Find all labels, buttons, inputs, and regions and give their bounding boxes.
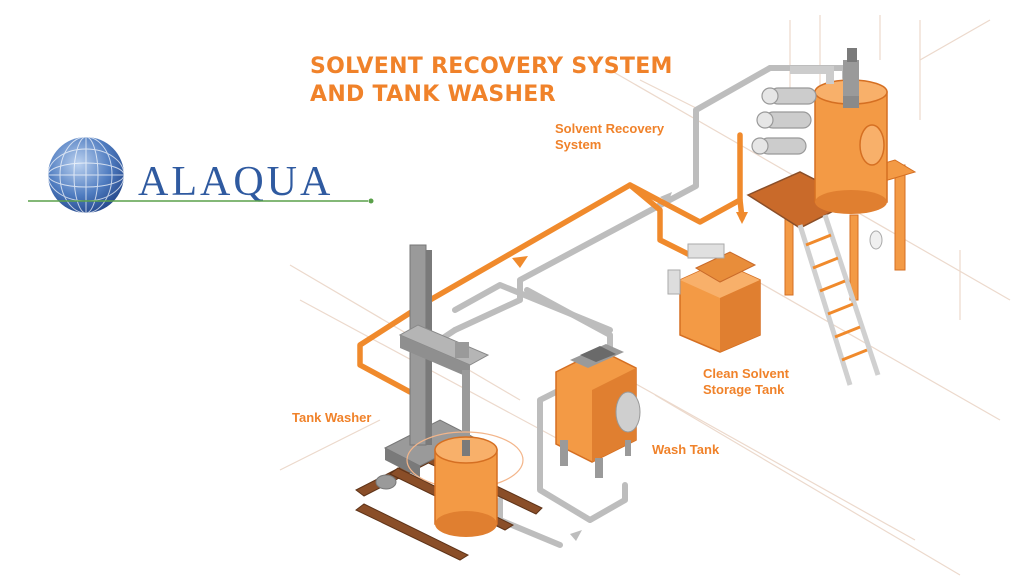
label-wash-tank: Wash Tank: [652, 442, 720, 457]
title-line-1: SOLVENT RECOVERY SYSTEM: [310, 54, 673, 79]
condenser-tubes: [751, 66, 834, 155]
floor-guide-lines: [279, 15, 1011, 576]
label-solvent-recovery-line-1: Solvent Recovery: [555, 121, 665, 136]
globe-logo-icon: [47, 136, 125, 214]
wash-tank: [555, 344, 641, 478]
logo-underline: [28, 198, 374, 204]
title-line-2: AND TANK WASHER: [310, 82, 556, 107]
label-solvent-recovery-line-2: System: [555, 137, 602, 152]
orange-flow-arrows: [512, 212, 748, 268]
label-tank-washer: Tank Washer: [292, 410, 372, 425]
recovery-ladder: [797, 214, 881, 386]
label-clean-storage-line-2: Storage Tank: [703, 382, 785, 397]
label-clean-storage-line-1: Clean Solvent: [703, 366, 789, 381]
ladder-rungs: [805, 233, 868, 362]
distillation-vessel: [814, 48, 888, 214]
gray-flow-arrows: [570, 192, 672, 541]
logo-wordmark: ALAQUA: [138, 159, 334, 205]
label-clean-solvent-storage-tank: Clean Solvent Storage Tank: [703, 366, 789, 398]
side-valve-wheel: [869, 230, 883, 250]
tank-washer-unit: [355, 244, 543, 561]
label-solvent-recovery-system: Solvent Recovery System: [555, 121, 664, 153]
clean-solvent-storage-tank: [667, 243, 761, 353]
